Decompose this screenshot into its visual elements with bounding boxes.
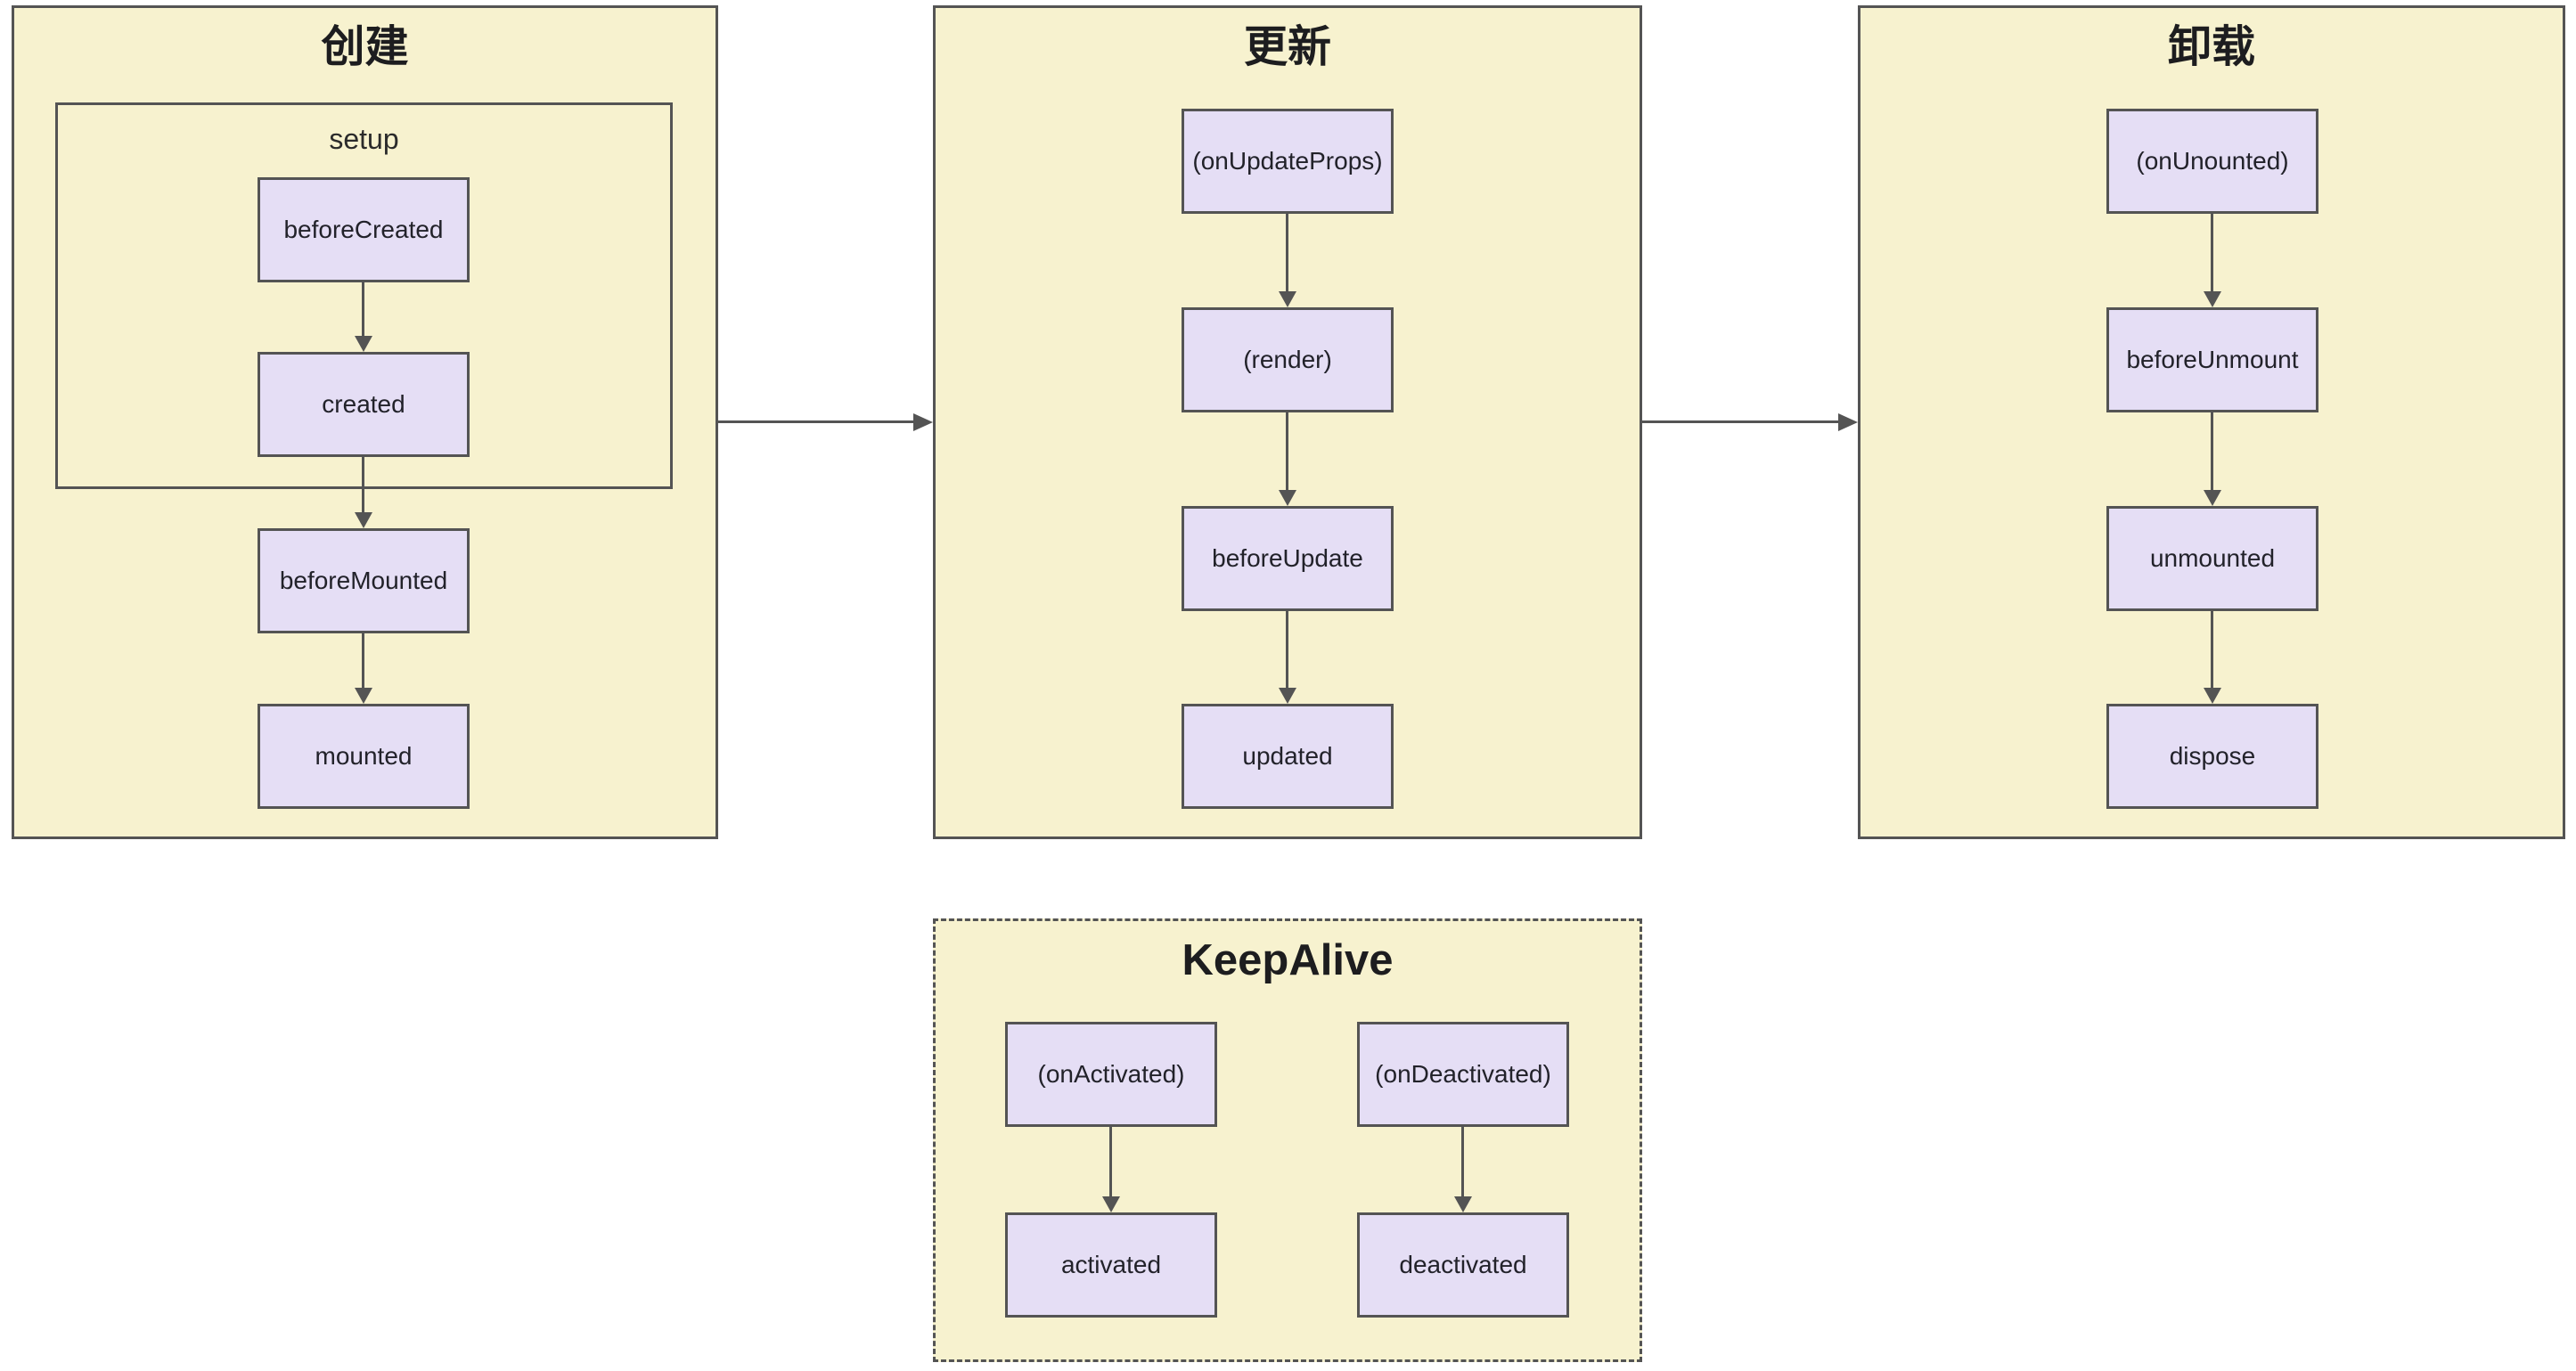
node-beforeMounted: beforeMounted bbox=[258, 528, 470, 633]
panel-keepalive-title: KeepAlive bbox=[1182, 936, 1394, 984]
arrow-render-beforeUpdate-line bbox=[1286, 412, 1288, 490]
arrow-update-unmount-head bbox=[1838, 413, 1858, 431]
arrow-created-beforeMounted-line bbox=[362, 457, 364, 512]
arrow-create-update-line bbox=[718, 420, 913, 423]
arrow-beforeCreated-created-head bbox=[355, 336, 372, 352]
node-onUnounted: (onUnounted) bbox=[2106, 109, 2318, 214]
panel-create-title: 创建 bbox=[321, 23, 409, 71]
node-updated: updated bbox=[1182, 704, 1394, 809]
arrow-created-beforeMounted-head bbox=[355, 512, 372, 528]
node-beforeUpdate: beforeUpdate bbox=[1182, 506, 1394, 611]
arrow-onUnounted-beforeUnmount-line bbox=[2211, 214, 2213, 291]
node-activated: activated bbox=[1005, 1212, 1217, 1318]
arrow-unmounted-dispose-line bbox=[2211, 611, 2213, 688]
node-beforeCreated: beforeCreated bbox=[258, 177, 470, 282]
arrow-render-beforeUpdate-head bbox=[1279, 490, 1296, 506]
arrow-onActivated-activated-line bbox=[1109, 1127, 1112, 1196]
arrow-beforeCreated-created-line bbox=[362, 282, 364, 336]
arrow-unmounted-dispose-head bbox=[2204, 688, 2221, 704]
node-render: (render) bbox=[1182, 307, 1394, 412]
node-deactivated: deactivated bbox=[1357, 1212, 1569, 1318]
node-onActivated: (onActivated) bbox=[1005, 1022, 1217, 1127]
node-beforeUnmount: beforeUnmount bbox=[2106, 307, 2318, 412]
panel-unmount-title: 卸载 bbox=[2167, 23, 2255, 71]
node-created: created bbox=[258, 352, 470, 457]
arrow-beforeUpdate-updated-head bbox=[1279, 688, 1296, 704]
arrow-onDeactivated-deactivated-head bbox=[1454, 1196, 1472, 1212]
arrow-beforeMounted-mounted-head bbox=[355, 688, 372, 704]
panel-update-title: 更新 bbox=[1243, 23, 1331, 71]
node-onDeactivated: (onDeactivated) bbox=[1357, 1022, 1569, 1127]
arrow-beforeUnmount-unmounted-line bbox=[2211, 412, 2213, 490]
arrow-onActivated-activated-head bbox=[1102, 1196, 1120, 1212]
node-mounted: mounted bbox=[258, 704, 470, 809]
arrow-beforeMounted-mounted-line bbox=[362, 633, 364, 688]
node-dispose: dispose bbox=[2106, 704, 2318, 809]
arrow-update-unmount-line bbox=[1642, 420, 1838, 423]
node-onUpdateProps: (onUpdateProps) bbox=[1182, 109, 1394, 214]
arrow-beforeUnmount-unmounted-head bbox=[2204, 490, 2221, 506]
arrow-onDeactivated-deactivated-line bbox=[1461, 1127, 1464, 1196]
arrow-beforeUpdate-updated-line bbox=[1286, 611, 1288, 688]
group-setup-title: setup bbox=[329, 123, 399, 155]
arrow-onUnounted-beforeUnmount-head bbox=[2204, 291, 2221, 307]
arrow-onUpdateProps-render-line bbox=[1286, 214, 1288, 291]
arrow-create-update-head bbox=[913, 413, 933, 431]
node-unmounted: unmounted bbox=[2106, 506, 2318, 611]
arrow-onUpdateProps-render-head bbox=[1279, 291, 1296, 307]
